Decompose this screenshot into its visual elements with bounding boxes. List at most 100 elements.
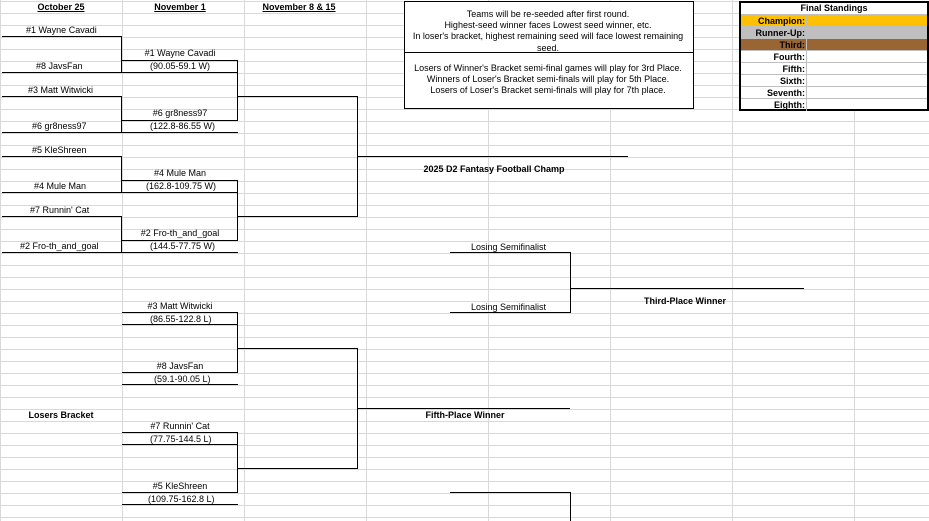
bracket-line: [122, 492, 238, 493]
bracket-line: [122, 192, 238, 193]
team-slot[interactable]: #4 Mule Man: [153, 168, 207, 178]
bracket-line: [122, 240, 238, 241]
standings-value[interactable]: [806, 51, 928, 63]
bracket-line: [122, 60, 238, 61]
standings-label: Seventh:: [766, 88, 805, 98]
bracket-line: [570, 252, 571, 313]
score-label: (77.75-144.5 L): [150, 434, 212, 444]
notes-box: Teams will be re-seeded after first roun…: [404, 1, 694, 109]
standings-title: Final Standings: [800, 3, 868, 13]
bracket-line: [2, 156, 122, 157]
bracket-line: [570, 492, 571, 521]
team-slot[interactable]: #3 Matt Witwicki: [147, 301, 213, 311]
notes-divider: [405, 52, 693, 53]
team-slot[interactable]: #5 KleShreen: [32, 145, 87, 155]
standings-row-fourth[interactable]: Fourth:: [741, 50, 927, 63]
standings-value[interactable]: [806, 99, 928, 111]
standings-label: Eighth:: [774, 100, 805, 110]
bracket-line: [122, 432, 238, 433]
bracket-line: [122, 72, 238, 73]
losers-bracket-title: Losers Bracket: [28, 410, 94, 420]
bracket-line: [570, 288, 804, 289]
score-label: (90.05-59.1 W): [150, 61, 211, 71]
bracket-line: [450, 252, 570, 253]
bracket-line: [122, 504, 238, 505]
standings-value[interactable]: [806, 39, 928, 51]
third-place-slot[interactable]: Losing Semifinalist: [471, 242, 547, 252]
bracket-line: [121, 36, 122, 73]
note-line: Losers of Loser's Bracket semi-finals wi…: [430, 85, 666, 95]
bracket-line: [122, 180, 238, 181]
score-label: (122.8-86.55 W): [150, 121, 216, 131]
standings-label: Champion:: [758, 16, 805, 26]
note-line: Winners of Loser's Bracket semi-finals w…: [426, 74, 670, 84]
bracket-line: [450, 492, 570, 493]
bracket-line: [237, 180, 238, 241]
championship-title[interactable]: 2025 D2 Fantasy Football Champ: [423, 164, 565, 174]
score-label: (109.75-162.8 L): [148, 494, 215, 504]
standings-value[interactable]: [806, 15, 928, 27]
bracket-line: [2, 72, 122, 73]
fifth-place-winner[interactable]: Fifth-Place Winner: [425, 410, 505, 420]
team-slot[interactable]: #1 Wayne Cavadi: [26, 25, 97, 35]
bracket-line: [122, 120, 238, 121]
standings-row-seventh[interactable]: Seventh:: [741, 86, 927, 99]
bracket-line: [2, 96, 122, 97]
standings-row-sixth[interactable]: Sixth:: [741, 74, 927, 87]
team-slot[interactable]: #6 gr8ness97: [32, 121, 87, 131]
standings-value[interactable]: [806, 27, 928, 39]
bracket-line: [121, 156, 122, 193]
bracket-line: [2, 252, 122, 253]
standings-label: Third:: [779, 40, 806, 50]
team-slot[interactable]: #8 JavsFan: [36, 61, 83, 71]
bracket-line: [122, 444, 238, 445]
bracket-line: [122, 372, 238, 373]
bracket-line: [2, 132, 122, 133]
team-slot[interactable]: #5 KleShreen: [152, 481, 208, 491]
standings-value[interactable]: [806, 87, 928, 99]
standings-row-champion[interactable]: Champion:: [741, 14, 927, 27]
team-slot[interactable]: #8 JavsFan: [156, 361, 204, 371]
third-place-slot[interactable]: Losing Semifinalist: [471, 302, 547, 312]
standings-row-runner-up[interactable]: Runner-Up:: [741, 26, 927, 39]
team-slot[interactable]: #4 Mule Man: [34, 181, 87, 191]
bracket-line: [2, 192, 122, 193]
team-slot[interactable]: #7 Runnin' Cat: [150, 421, 210, 431]
bracket-line: [357, 348, 358, 469]
bracket-line: [238, 216, 358, 217]
note-line: Teams will be re-seeded after first roun…: [466, 9, 630, 19]
bracket-line: [122, 132, 238, 133]
header-round1: October 25: [37, 2, 85, 12]
team-slot[interactable]: #7 Runnin' Cat: [30, 205, 90, 215]
bracket-line: [122, 324, 238, 325]
bracket-line: [121, 96, 122, 133]
score-label: (144.5-77.75 W): [150, 241, 216, 251]
score-label: (59.1-90.05 L): [154, 374, 211, 384]
bracket-line: [237, 432, 238, 493]
standings-label: Sixth:: [779, 76, 805, 86]
standings-label: Fourth:: [773, 52, 806, 62]
standings-value[interactable]: [806, 75, 928, 87]
header-round3: November 8 & 15: [262, 2, 336, 12]
bracket-line: [2, 216, 122, 217]
bracket-line: [238, 348, 358, 349]
team-slot[interactable]: #2 Fro-th_and_goal: [140, 228, 220, 238]
bracket-line: [122, 252, 238, 253]
bracket-line: [2, 36, 122, 37]
note-line: Highest-seed winner faces Lowest seed wi…: [444, 20, 652, 30]
standings-row-third[interactable]: Third:: [741, 38, 927, 51]
bracket-line: [450, 312, 570, 313]
standings-row-fifth[interactable]: Fifth:: [741, 62, 927, 75]
team-slot[interactable]: #6 gr8ness97: [152, 108, 208, 118]
team-slot[interactable]: #2 Fro-th_and_goal: [20, 241, 99, 251]
standings-label: Runner-Up:: [755, 28, 806, 38]
standings-label: Fifth:: [782, 64, 806, 74]
team-slot[interactable]: #3 Matt Witwicki: [28, 85, 94, 95]
bracket-line: [122, 312, 238, 313]
third-place-winner[interactable]: Third-Place Winner: [644, 296, 726, 306]
standings-row-eighth[interactable]: Eighth:: [741, 98, 927, 111]
note-line: In loser's bracket, highest remaining se…: [412, 31, 684, 53]
bracket-line: [122, 384, 238, 385]
standings-value[interactable]: [806, 63, 928, 75]
team-slot[interactable]: #1 Wayne Cavadi: [144, 48, 216, 58]
